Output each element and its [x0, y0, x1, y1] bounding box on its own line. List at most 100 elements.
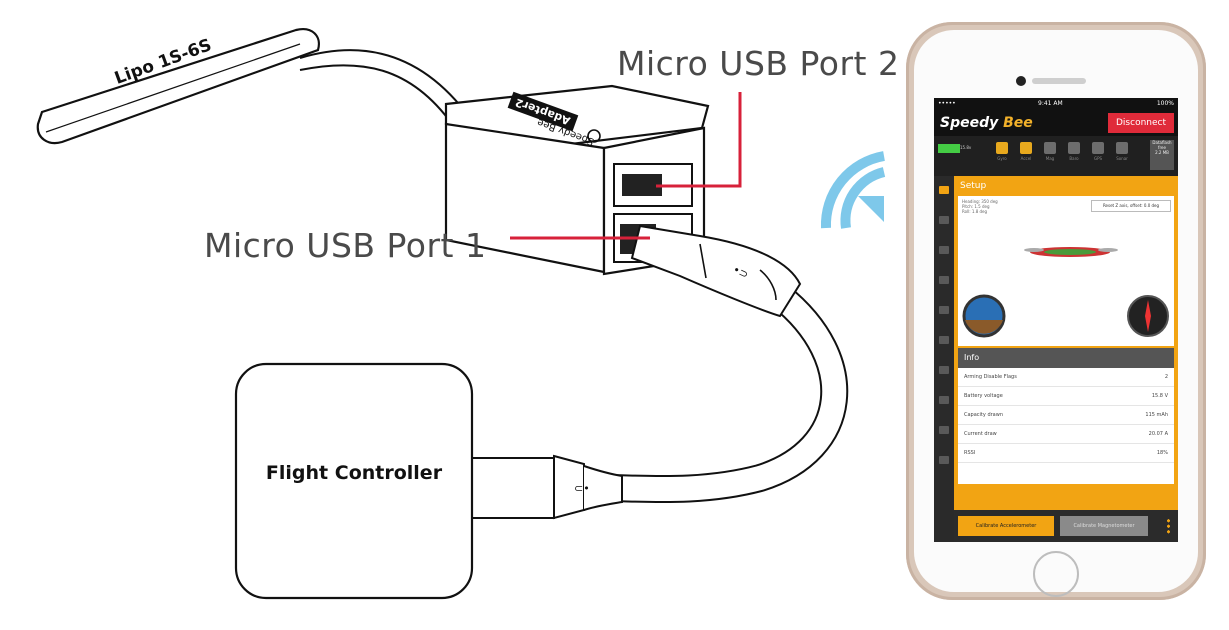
disconnect-button[interactable]: Disconnect	[1108, 113, 1174, 133]
receiver-tab-icon[interactable]	[939, 306, 949, 314]
status-battery: 100%	[1156, 100, 1174, 107]
battery-voltage: 15.8v	[960, 145, 972, 150]
lipo-cable-wire-1	[299, 49, 471, 119]
sensor-sonar: Sonar	[1114, 142, 1130, 164]
info-row-label: RSSI	[964, 450, 976, 456]
info-table: Arming Disable Flags 2 Battery voltage 15.…	[958, 368, 1174, 484]
config-tab-icon[interactable]	[939, 246, 949, 254]
sensor-gps: GPS	[1090, 142, 1106, 164]
svg-text:⊂•: ⊂•	[574, 482, 590, 495]
adjust-tab-icon[interactable]	[939, 366, 949, 374]
heading-readout: Heading: 350 deg	[962, 199, 998, 204]
sensor-sonar-label: Sonar	[1116, 156, 1128, 161]
lipo-cable-fill	[303, 53, 466, 122]
reset-z-axis-button[interactable]: Reset Z axis, offset: 0.0 deg	[1091, 200, 1171, 212]
setup-tab-icon[interactable]	[939, 186, 949, 194]
motors-tab-icon[interactable]	[939, 426, 949, 434]
gyro-icon	[996, 142, 1008, 154]
roll-readout: Roll: 1.8 deg	[962, 209, 988, 214]
phone-screen: ••••• 9:41 AM 100% Speedy Bee Disconnect…	[934, 98, 1178, 542]
calibrate-magnetometer-button[interactable]: Calibrate Magnetometer	[1060, 516, 1148, 536]
earpiece-speaker	[1032, 78, 1086, 84]
micro-usb-port-1-label: Micro USB Port 1	[204, 226, 487, 265]
sensor-baro-label: Baro	[1069, 156, 1079, 161]
svg-text:•⊃: •⊃	[731, 263, 751, 281]
carrier-signal: •••••	[938, 100, 956, 107]
micro-usb-port-2-label: Micro USB Port 2	[617, 44, 900, 83]
info-row-value: 15.8 V	[1151, 393, 1168, 399]
pitch-readout: Pitch: 1.5 deg	[962, 204, 990, 209]
servos-tab-icon[interactable]	[939, 396, 949, 404]
smartphone: ••••• 9:41 AM 100% Speedy Bee Disconnect…	[906, 22, 1206, 600]
sensor-accel: Accel	[1018, 142, 1034, 164]
flight-controller-label: Flight Controller	[265, 462, 443, 484]
mag-icon	[1044, 142, 1056, 154]
calibrate-accelerometer-button[interactable]: Calibrate Accelerometer	[958, 516, 1054, 536]
leader-line-port-2	[656, 92, 742, 188]
app-sidebar	[934, 176, 954, 542]
osd-tab-icon[interactable]	[939, 456, 949, 464]
more-options-icon[interactable]	[1167, 518, 1170, 534]
info-row-label: Arming Disable Flags	[964, 374, 1017, 380]
adapter-logo-icon	[587, 129, 601, 143]
attitude-visuals	[962, 247, 1169, 338]
sensor-toolbar: 15.8v Gyro Accel Mag Baro GPS Sonar Data…	[934, 136, 1178, 176]
info-row-value: 20.07 A	[1148, 431, 1168, 437]
sonar-icon	[1116, 142, 1128, 154]
ports-tab-icon[interactable]	[939, 216, 949, 224]
info-title: Info	[958, 348, 1174, 368]
usb-plug-fc-side: ⊂•	[463, 454, 623, 520]
modes-tab-icon[interactable]	[939, 336, 949, 344]
heading-compass-icon	[1127, 295, 1169, 337]
sensor-mag-label: Mag	[1045, 156, 1055, 161]
battery-indicator-icon	[938, 144, 960, 153]
sensor-gps-label: GPS	[1093, 156, 1103, 161]
app-header: Speedy Bee Disconnect	[934, 110, 1178, 136]
info-row-value: 115 mAh	[1145, 412, 1168, 418]
setup-page: Setup Heading: 350 deg Pitch: 1.5 deg Ro…	[954, 176, 1178, 542]
info-row: Current draw 20.07 A	[958, 425, 1174, 444]
usb-cable-fill	[594, 284, 847, 502]
home-button[interactable]	[1033, 551, 1079, 597]
setup-title: Setup	[960, 181, 987, 191]
info-row-label: Current draw	[964, 431, 997, 437]
sensor-baro: Baro	[1066, 142, 1082, 164]
info-row-label: Capacity drawn	[964, 412, 1003, 418]
flight-controller-box	[234, 362, 474, 600]
app-name-bee: Bee	[1003, 115, 1033, 131]
info-row-value: 18%	[1156, 450, 1168, 456]
action-bar: Calibrate Accelerometer Calibrate Magnet…	[954, 510, 1178, 542]
dataflash-value: 2.2 MB	[1155, 150, 1169, 155]
sensor-accel-label: Accel	[1020, 156, 1032, 161]
sensor-mag: Mag	[1042, 142, 1058, 164]
attitude-readout: Heading: 350 deg Pitch: 1.5 deg Roll: 1.…	[962, 199, 1042, 214]
info-row: RSSI 18%	[958, 444, 1174, 463]
sensor-gyro: Gyro	[994, 142, 1010, 164]
artificial-horizon-icon	[962, 294, 1006, 338]
info-row: Arming Disable Flags 2	[958, 368, 1174, 387]
info-row-label: Battery voltage	[964, 393, 1003, 399]
baro-icon	[1068, 142, 1080, 154]
dataflash-label: Dataflash free	[1152, 140, 1172, 150]
info-row: Capacity drawn 115 mAh	[958, 406, 1174, 425]
gps-icon	[1092, 142, 1104, 154]
lipo-cable-wire-2	[299, 64, 453, 125]
usb-plug-adapter-side: •⊃	[630, 224, 802, 318]
info-row-value: 2	[1164, 374, 1168, 380]
quadcopter-model-icon	[1024, 247, 1118, 257]
app-name-speedy: Speedy	[940, 115, 999, 131]
status-time: 9:41 AM	[1038, 100, 1063, 107]
info-row: Battery voltage 15.8 V	[958, 387, 1174, 406]
attitude-panel: Heading: 350 deg Pitch: 1.5 deg Roll: 1.…	[958, 196, 1174, 346]
lipo-battery	[36, 28, 320, 145]
status-bar: ••••• 9:41 AM 100%	[934, 98, 1178, 110]
micro-usb-port-2-socket	[622, 174, 662, 196]
app-logo: Speedy Bee	[940, 115, 1033, 131]
front-camera-icon	[1016, 76, 1026, 86]
pid-tab-icon[interactable]	[939, 276, 949, 284]
sensor-gyro-label: Gyro	[997, 156, 1007, 161]
wifi-icon	[820, 151, 886, 229]
